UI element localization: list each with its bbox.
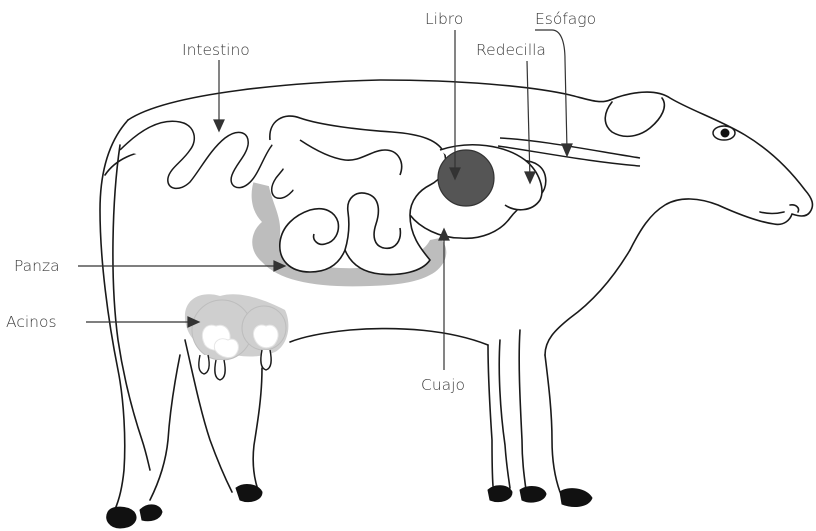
teat-3 [261, 350, 271, 370]
rumen [270, 116, 446, 274]
cow-belly [290, 329, 488, 345]
cow-nostril [790, 205, 799, 212]
hoof-hind-1 [107, 507, 136, 528]
label-libro: Libro [425, 10, 463, 28]
hoof-front-3 [560, 489, 592, 507]
omasum [438, 150, 494, 206]
cow-front-leg-b [499, 340, 510, 488]
hoof-hind-2 [140, 505, 162, 521]
teat-2 [215, 360, 225, 380]
label-acinos: Acinos [6, 313, 57, 331]
cow-hind-leg-back-2 [253, 368, 262, 490]
cow-front-leg-b-back [488, 345, 493, 486]
cow-ear [605, 98, 664, 136]
cow-mouth [760, 212, 784, 214]
label-esofago: Esófago [535, 10, 596, 28]
cow-back [128, 80, 610, 120]
hoof-front-2 [520, 487, 546, 502]
label-redecilla: Redecilla [476, 41, 546, 59]
cow-hind-leg-inner [150, 355, 180, 500]
cow-head [610, 92, 812, 250]
hooves [107, 485, 592, 528]
cow-front-leg-a-back [519, 330, 526, 490]
cow-front-leg-a [545, 355, 560, 492]
label-panza: Panza [14, 257, 60, 275]
cow-chest [545, 250, 630, 355]
cow-hind-leg [100, 120, 128, 515]
udder [185, 294, 288, 380]
cow-eye [713, 126, 735, 140]
cow-tail [113, 145, 150, 470]
teat-1 [199, 355, 209, 374]
hoof-hind-3 [236, 485, 262, 502]
label-intestino: Intestino [182, 41, 250, 59]
label-cuajo: Cuajo [421, 376, 465, 394]
hoof-front-1 [488, 486, 512, 502]
